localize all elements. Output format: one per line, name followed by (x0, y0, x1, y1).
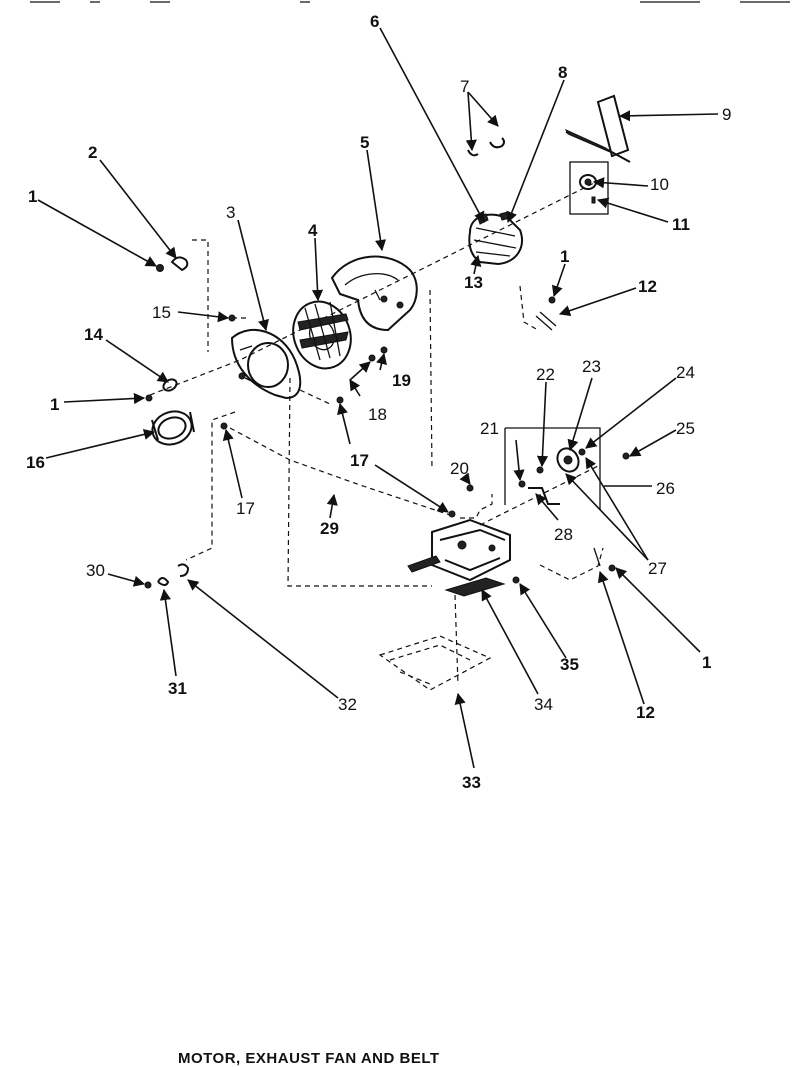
label-2: 2 (88, 143, 97, 162)
label-7: 7 (460, 77, 469, 96)
label-1-left: 1 (50, 395, 59, 414)
label-15: 15 (152, 303, 171, 322)
label-20: 20 (450, 459, 469, 478)
label-17-left: 17 (236, 499, 255, 518)
label-16: 16 (26, 453, 45, 472)
label-17-mid: 17 (350, 451, 369, 470)
label-9: 9 (722, 105, 731, 124)
part-drawings (144, 94, 631, 691)
label-24: 24 (676, 363, 695, 382)
label-30: 30 (86, 561, 105, 580)
label-6: 6 (370, 12, 379, 31)
label-11: 11 (672, 215, 690, 234)
label-4: 4 (308, 221, 318, 240)
label-29: 29 (320, 519, 339, 538)
label-32: 32 (338, 695, 357, 714)
label-1-right: 1 (560, 247, 569, 266)
diagram-caption: MOTOR, EXHAUST FAN AND BELT (178, 1050, 440, 1067)
label-1-top-left: 1 (28, 187, 37, 206)
label-3: 3 (226, 203, 235, 222)
label-28: 28 (554, 525, 573, 544)
label-33: 33 (462, 773, 481, 792)
label-21: 21 (480, 419, 499, 438)
label-10: 10 (650, 175, 669, 194)
label-12-bottom: 12 (636, 703, 655, 722)
label-14: 14 (84, 325, 103, 344)
label-19: 19 (392, 371, 411, 390)
label-1-bottom-right: 1 (702, 653, 711, 672)
label-18: 18 (368, 405, 387, 424)
label-31: 31 (168, 679, 187, 698)
assembly-dashed-lines (149, 179, 604, 686)
label-35: 35 (560, 655, 579, 674)
part-labels: 1 2 3 4 5 6 7 8 9 10 11 13 1 12 15 14 1 … (26, 12, 731, 792)
label-27: 27 (648, 559, 667, 578)
label-12-right: 12 (638, 277, 657, 296)
label-26: 26 (656, 479, 675, 498)
label-5: 5 (360, 133, 369, 152)
bracket-boxes (504, 161, 609, 510)
leader-lines (37, 27, 719, 769)
label-34: 34 (534, 695, 553, 714)
label-25: 25 (676, 419, 695, 438)
label-8: 8 (558, 63, 567, 82)
label-22: 22 (536, 365, 555, 384)
label-23: 23 (582, 357, 601, 376)
label-13: 13 (464, 273, 483, 292)
